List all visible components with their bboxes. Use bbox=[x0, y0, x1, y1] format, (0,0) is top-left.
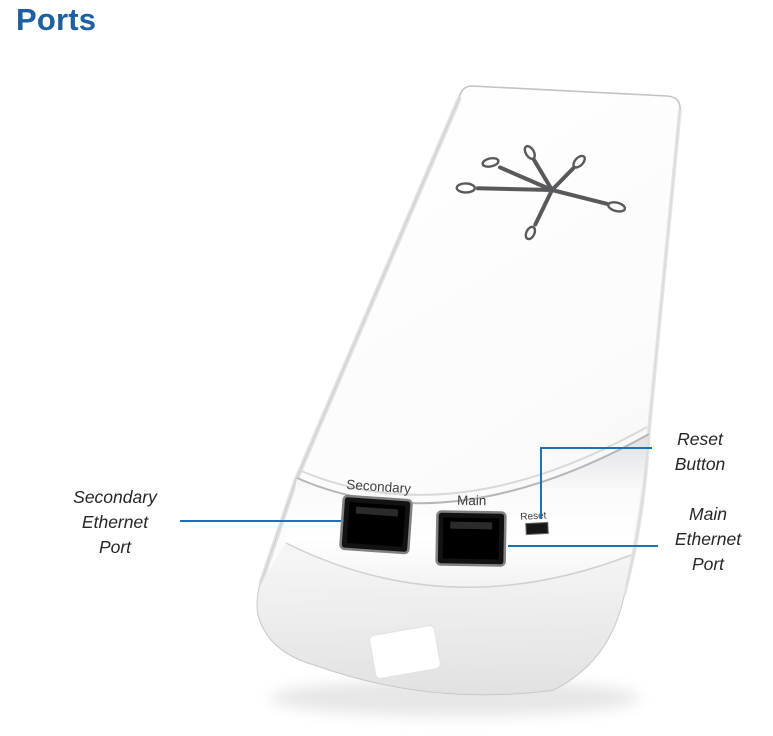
callout-main-ethernet-port: Main Ethernet Port bbox=[674, 504, 742, 574]
bottom-skirt bbox=[257, 543, 631, 695]
right-edge-shade bbox=[622, 109, 682, 596]
cover-lip-highlight bbox=[298, 426, 648, 496]
face-lower-seam bbox=[285, 542, 632, 588]
reset-leader-line bbox=[540, 447, 652, 519]
ubiquiti-antenna-logo-icon bbox=[455, 144, 627, 241]
left-edge-shade bbox=[258, 96, 462, 586]
reset-button-label: Reset bbox=[520, 510, 547, 522]
callout-reset-button: Reset Button bbox=[674, 429, 726, 474]
secondary-ethernet-port: Secondary bbox=[339, 477, 413, 555]
main-port-label: Main bbox=[457, 493, 487, 509]
main-ethernet-port: Main bbox=[435, 493, 507, 567]
secondary-port-label: Secondary bbox=[346, 477, 412, 496]
mount-label bbox=[368, 624, 442, 680]
callout-secondary-ethernet-port: Secondary Ethernet Port bbox=[73, 487, 157, 557]
cover-seam bbox=[296, 433, 650, 505]
page-title: Ports bbox=[16, 2, 97, 37]
